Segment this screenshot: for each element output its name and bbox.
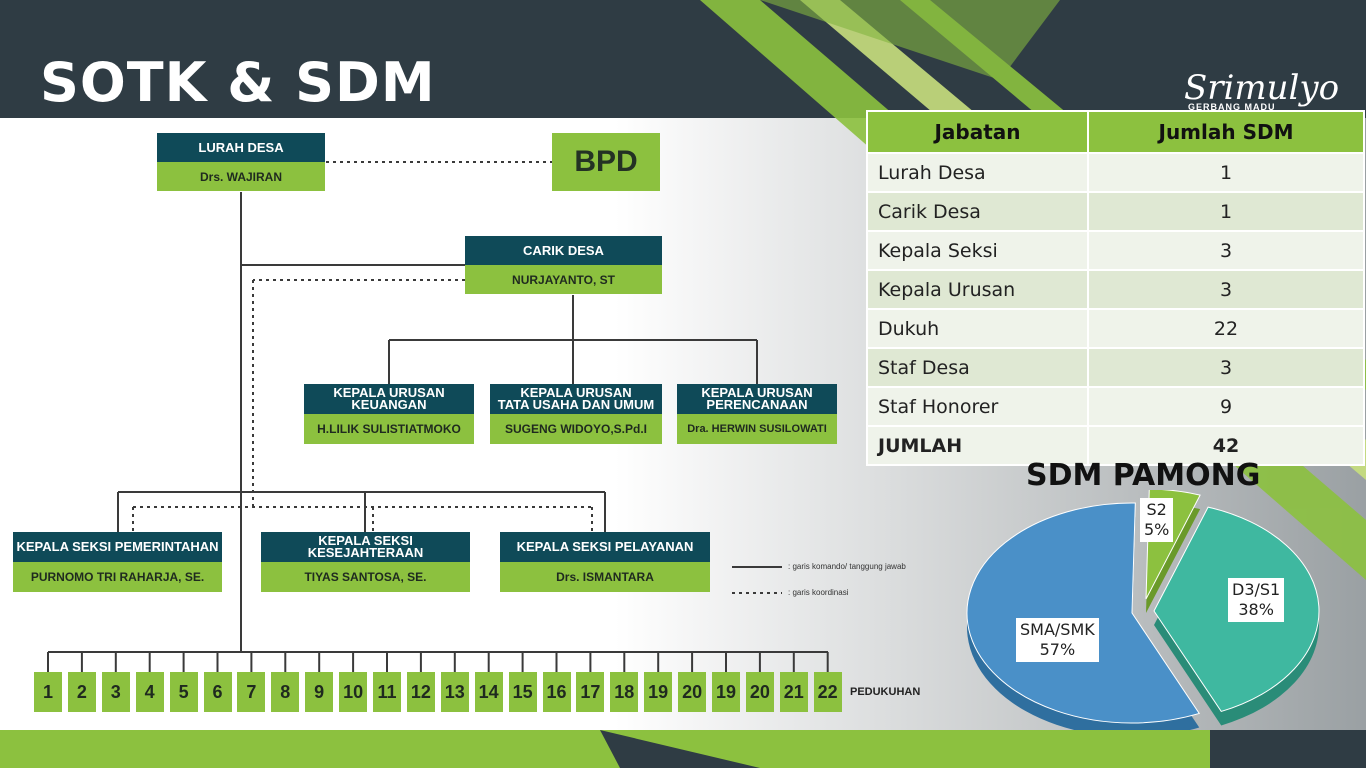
kaur-tu-umum-name: SUGENG WIDOYO,S.Pd.I bbox=[490, 414, 662, 444]
kasi-pemerintahan-title: KEPALA SEKSI PEMERINTAHAN bbox=[13, 532, 222, 562]
padukuhan-box: 19 bbox=[644, 672, 673, 712]
legend-solid-label: : garis komando/ tanggung jawab bbox=[788, 562, 906, 571]
padukuhan-box: 22 bbox=[813, 672, 842, 712]
table-cell-jumlah: 1 bbox=[1087, 191, 1365, 232]
logo-subtitle: GERBANG MADU bbox=[1188, 102, 1276, 112]
table-cell-jumlah: 3 bbox=[1087, 230, 1365, 271]
kaur-keuangan-name: H.LILIK SULISTIATMOKO bbox=[304, 414, 474, 444]
table-cell-jabatan: Staf Desa bbox=[866, 347, 1089, 388]
padukuhan-box: 13 bbox=[440, 672, 469, 712]
kasi-kesejahteraan-box: KEPALA SEKSI KESEJAHTERAAN TIYAS SANTOSA… bbox=[261, 532, 470, 592]
padukuhan-box: 9 bbox=[305, 672, 334, 712]
padukuhan-box: 4 bbox=[135, 672, 164, 712]
lurah-desa-box: LURAH DESA Drs. WAJIRAN bbox=[157, 133, 325, 191]
srimulyo-logo: Srimulyo bbox=[1184, 68, 1340, 108]
legend-dotted-label: : garis koordinasi bbox=[788, 588, 849, 597]
pie-chart-title: SDM PAMONG bbox=[1026, 458, 1261, 493]
table-cell-jabatan: Dukuh bbox=[866, 308, 1089, 349]
kasi-pemerintahan-box: KEPALA SEKSI PEMERINTAHAN PURNOMO TRI RA… bbox=[13, 532, 222, 592]
kasi-kesejahteraan-title: KEPALA SEKSI KESEJAHTERAAN bbox=[261, 532, 470, 562]
table-cell-jumlah: 3 bbox=[1087, 269, 1365, 310]
table-cell-jabatan: Lurah Desa bbox=[866, 152, 1089, 193]
table-total-label: JUMLAH bbox=[866, 425, 1089, 466]
padukuhan-box: 20 bbox=[745, 672, 774, 712]
kasi-pelayanan-name: Drs. ISMANTARA bbox=[500, 562, 710, 592]
carik-desa-title: CARIK DESA bbox=[465, 236, 662, 265]
padukuhan-box: 2 bbox=[67, 672, 96, 712]
padukuhan-box: 20 bbox=[678, 672, 707, 712]
carik-desa-box: CARIK DESA NURJAYANTO, ST bbox=[465, 236, 662, 294]
table-cell-jumlah: 9 bbox=[1087, 386, 1365, 427]
padukuhan-box: 5 bbox=[169, 672, 198, 712]
padukuhan-box: 15 bbox=[508, 672, 537, 712]
kasi-pemerintahan-name: PURNOMO TRI RAHARJA, SE. bbox=[13, 562, 222, 592]
table-header-jabatan: Jabatan bbox=[866, 110, 1089, 154]
padukuhan-box: 11 bbox=[373, 672, 401, 712]
carik-desa-name: NURJAYANTO, ST bbox=[465, 265, 662, 294]
kaur-perencanaan-title: KEPALA URUSAN PERENCANAAN bbox=[677, 384, 837, 414]
padukuhan-box: 21 bbox=[779, 672, 808, 712]
kasi-kesejahteraan-name: TIYAS SANTOSA, SE. bbox=[261, 562, 470, 592]
padukuhan-box: 14 bbox=[474, 672, 503, 712]
padukuhan-box: 18 bbox=[610, 672, 639, 712]
padukuhan-box: 1 bbox=[34, 672, 62, 712]
kaur-perencanaan-name: Dra. HERWIN SUSILOWATI bbox=[677, 414, 837, 444]
padukuhan-box: 17 bbox=[576, 672, 605, 712]
table-cell-jabatan: Kepala Seksi bbox=[866, 230, 1089, 271]
padukuhan-box: 16 bbox=[542, 672, 571, 712]
kaur-tu-umum-title: KEPALA URUSAN TATA USAHA DAN UMUM bbox=[490, 384, 662, 414]
padukuhan-box: 6 bbox=[203, 672, 232, 712]
kaur-keuangan-title: KEPALA URUSAN KEUANGAN bbox=[304, 384, 474, 414]
kaur-keuangan-box: KEPALA URUSAN KEUANGAN H.LILIK SULISTIAT… bbox=[304, 384, 474, 444]
page-title: SOTK & SDM bbox=[40, 51, 436, 114]
bpd-box: BPD bbox=[552, 133, 660, 191]
table-cell-jumlah: 3 bbox=[1087, 347, 1365, 388]
table-cell-jabatan: Carik Desa bbox=[866, 191, 1089, 232]
lurah-desa-name: Drs. WAJIRAN bbox=[157, 162, 325, 191]
padukuhan-box: 10 bbox=[339, 672, 368, 712]
lurah-desa-title: LURAH DESA bbox=[157, 133, 325, 162]
kaur-tu-umum-box: KEPALA URUSAN TATA USAHA DAN UMUM SUGENG… bbox=[490, 384, 662, 444]
table-cell-jumlah: 1 bbox=[1087, 152, 1365, 193]
padukuhan-label: PEDUKUHAN bbox=[850, 686, 921, 698]
padukuhan-box: 12 bbox=[406, 672, 435, 712]
table-cell-jabatan: Kepala Urusan bbox=[866, 269, 1089, 310]
table-cell-jumlah: 22 bbox=[1087, 308, 1365, 349]
padukuhan-box: 8 bbox=[271, 672, 300, 712]
table-header-jumlah: Jumlah SDM bbox=[1087, 110, 1365, 154]
padukuhan-box: 7 bbox=[237, 672, 266, 712]
padukuhan-box: 19 bbox=[712, 672, 740, 712]
kasi-pelayanan-box: KEPALA SEKSI PELAYANAN Drs. ISMANTARA bbox=[500, 532, 710, 592]
table-cell-jabatan: Staf Honorer bbox=[866, 386, 1089, 427]
kasi-pelayanan-title: KEPALA SEKSI PELAYANAN bbox=[500, 532, 710, 562]
table-total-value: 42 bbox=[1087, 425, 1365, 466]
kaur-perencanaan-box: KEPALA URUSAN PERENCANAAN Dra. HERWIN SU… bbox=[677, 384, 837, 444]
pie-slice-sma-smk bbox=[966, 502, 1201, 724]
padukuhan-box: 3 bbox=[101, 672, 130, 712]
